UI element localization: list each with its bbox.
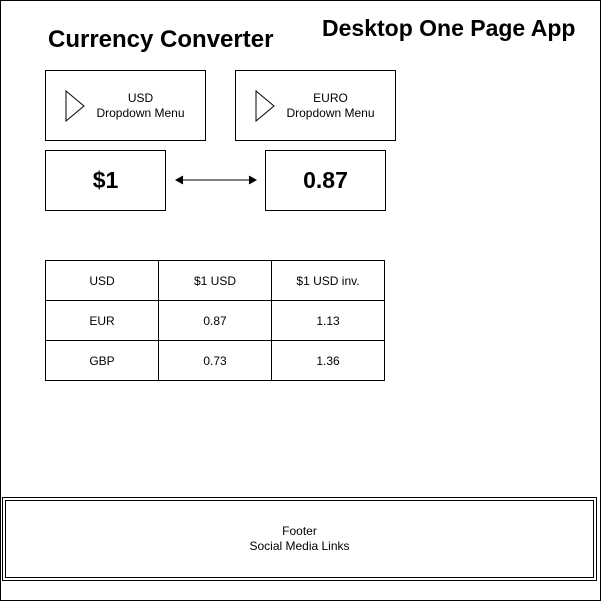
from-dropdown-currency: USD <box>127 91 154 105</box>
table-header-cell: USD <box>45 260 159 301</box>
table-cell: GBP <box>45 340 159 381</box>
table-cell: 0.87 <box>158 300 272 341</box>
social-media-links[interactable]: Social Media Links <box>249 539 350 553</box>
to-dropdown-caption: Dropdown Menu <box>286 106 375 120</box>
table-row: GBP 0.73 1.36 <box>45 340 385 381</box>
table-header-cell: $1 USD inv. <box>271 260 385 301</box>
from-amount-input[interactable]: $1 <box>45 150 166 211</box>
swap-arrow-icon[interactable] <box>174 172 258 188</box>
footer: Footer Social Media Links <box>2 497 597 581</box>
table-row: EUR 0.87 1.13 <box>45 300 385 341</box>
from-dropdown-caption: Dropdown Menu <box>96 106 185 120</box>
table-cell: 1.13 <box>271 300 385 341</box>
footer-label: Footer <box>282 524 317 538</box>
from-currency-dropdown[interactable]: USD Dropdown Menu <box>45 70 206 141</box>
table-cell: 1.36 <box>271 340 385 381</box>
to-currency-dropdown[interactable]: EURO Dropdown Menu <box>235 70 396 141</box>
table-cell: 0.73 <box>158 340 272 381</box>
to-amount-output: 0.87 <box>265 150 386 211</box>
app-label: Desktop One Page App <box>322 15 576 41</box>
play-icon <box>255 90 275 122</box>
from-dropdown-text: USD Dropdown Menu <box>76 91 205 121</box>
to-dropdown-currency: EURO <box>313 91 348 105</box>
table-header-row: USD $1 USD $1 USD inv. <box>45 260 385 301</box>
page-title: Currency Converter <box>48 26 274 53</box>
table-cell: EUR <box>45 300 159 341</box>
play-icon <box>65 90 85 122</box>
rates-table: USD $1 USD $1 USD inv. EUR 0.87 1.13 GBP… <box>45 260 385 381</box>
table-header-cell: $1 USD <box>158 260 272 301</box>
to-dropdown-text: EURO Dropdown Menu <box>266 91 395 121</box>
